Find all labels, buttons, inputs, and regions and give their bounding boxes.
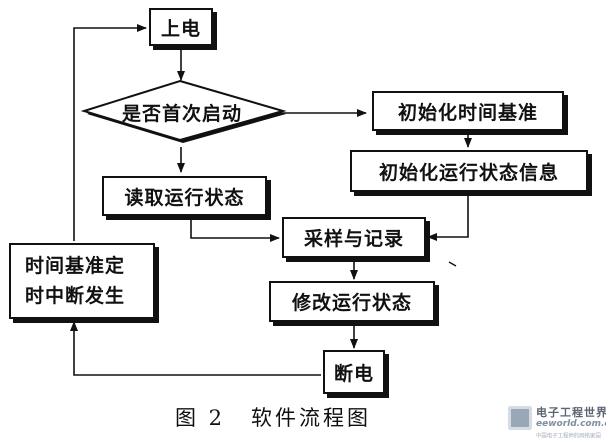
arrow-timer-to-power-on <box>73 24 147 241</box>
modify-run-state-box: 修改运行状态 <box>269 281 435 322</box>
read-run-state-label: 读取运行状态 <box>124 186 245 209</box>
power-off-box: 断电 <box>323 350 385 394</box>
figure-number: 图 2 <box>175 406 226 430</box>
power-off-label: 断电 <box>333 362 374 385</box>
stray-mark <box>448 261 457 267</box>
arrow-power-off-to-timer <box>70 321 321 376</box>
init-run-state-box: 初始化运行状态信息 <box>350 150 588 192</box>
eeworld-logo-icon <box>508 406 532 430</box>
modify-run-state-label: 修改运行状态 <box>291 292 412 314</box>
arrow-init-state-to-sample <box>427 193 469 241</box>
power-on-label: 上电 <box>160 17 201 40</box>
timer-interrupt-label-line1: 时间基准定 <box>25 255 126 277</box>
eeworld-watermark: 电子工程世界 eeworld.com.cn 中国电子工程师的网络家园 <box>508 404 606 442</box>
read-run-state-box: 读取运行状态 <box>102 176 267 216</box>
timer-interrupt-box: 时间基准定 时中断发生 <box>9 243 155 319</box>
figure-title: 软件流程图 <box>251 406 372 430</box>
sample-record-label: 采样与记录 <box>303 228 404 250</box>
init-time-base-label: 初始化时间基准 <box>397 101 538 124</box>
arrow-read-state-to-sample <box>190 215 280 242</box>
decision-diamond <box>80 79 287 143</box>
init-time-base-box: 初始化时间基准 <box>372 91 564 131</box>
init-run-state-label: 初始化运行状态信息 <box>378 161 559 184</box>
timer-interrupt-label-line2: 时中断发生 <box>25 285 126 307</box>
figure-caption: 图 2 软件流程图 <box>175 402 435 432</box>
watermark-tagline: 中国电子工程师的网络家园 <box>536 432 601 440</box>
first-start-decision-label: 是否首次启动 <box>121 103 242 125</box>
power-on-box: 上电 <box>149 8 213 46</box>
watermark-name: 电子工程世界 <box>536 406 606 419</box>
sample-record-box: 采样与记录 <box>282 217 426 258</box>
watermark-url: eeworld.com.cn <box>536 419 606 429</box>
